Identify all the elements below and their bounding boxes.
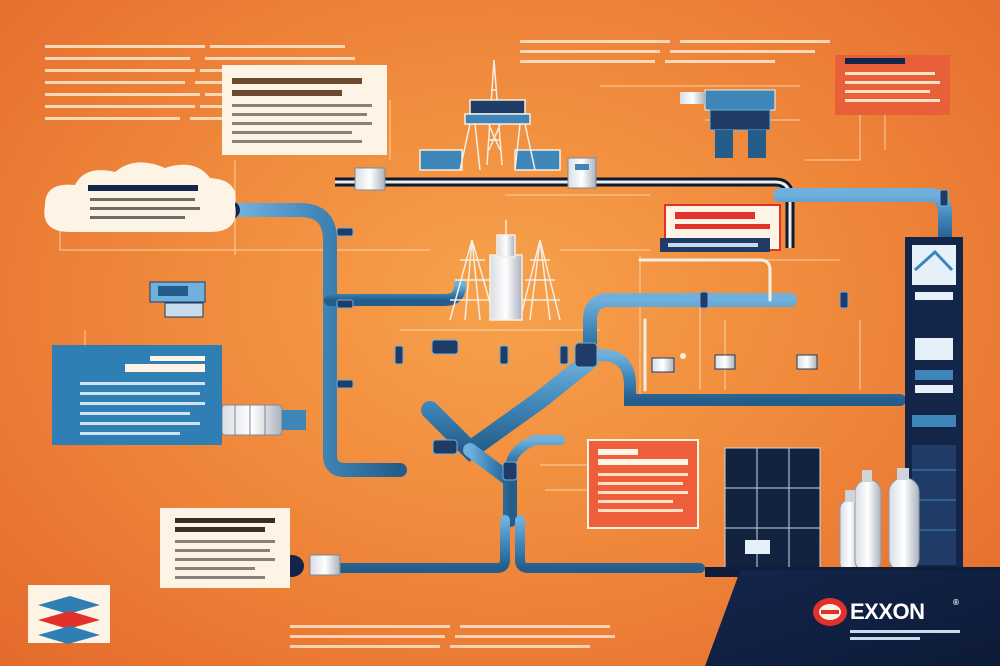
info-card-orange-bottom (587, 439, 699, 529)
info-card-blue (52, 345, 222, 445)
refinery-unit-top (680, 89, 776, 158)
gauge-icons (651, 353, 818, 373)
brand-name: EXXON (850, 599, 925, 624)
text-block-bottom (290, 625, 615, 648)
brand-tagline-lines (850, 630, 960, 640)
pipe-joints (336, 189, 949, 481)
cloud-icon (44, 162, 236, 232)
info-card-orange-top (660, 204, 781, 252)
refinery-tower-icon (449, 220, 561, 321)
conveyor-modules (354, 157, 597, 191)
info-card-orange-corner (835, 55, 950, 115)
info-card-cream-top (222, 65, 387, 155)
brand-trademark: ® (953, 598, 959, 607)
stripe-logo-icon (28, 585, 110, 644)
info-card-cream-bottom (160, 508, 290, 588)
oil-rig-icon (419, 59, 561, 171)
exxon-logo-icon (813, 598, 847, 626)
pipe-network (194, 177, 952, 573)
brand-footer-panel (705, 570, 1000, 666)
gas-cylinder-icon (839, 468, 920, 573)
solar-panel-icon (724, 447, 821, 571)
meter-device (149, 281, 206, 318)
text-block-top-center (520, 40, 830, 63)
compressor-unit (221, 404, 306, 436)
